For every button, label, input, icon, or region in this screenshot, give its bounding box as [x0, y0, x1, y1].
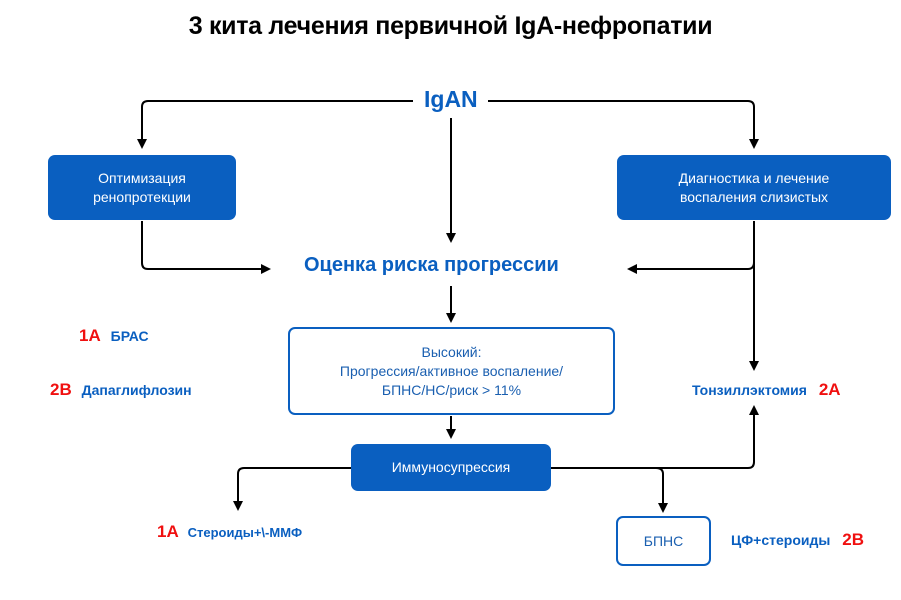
treatment-text: Тонзиллэктомия — [692, 382, 807, 398]
label-cf-steroids: ЦФ+стероиды 2B — [731, 530, 864, 550]
high-risk-line3: БПНС/НС/риск > 11% — [381, 381, 522, 398]
grade-badge: 2A — [818, 380, 841, 399]
grade-badge: 1A — [157, 522, 179, 541]
mucosal-inflammation-label: Диагностика и лечение воспаления слизист… — [678, 169, 830, 205]
root-node-igan: IgAN — [424, 86, 478, 112]
treatment-text: Дапаглифлозин — [81, 382, 192, 398]
high-risk-box: Высокий: Прогрессия/активное воспаление/… — [288, 327, 615, 415]
grade-badge: 1A — [79, 326, 101, 345]
bpns-box: БПНС — [616, 516, 711, 566]
grade-badge: 2B — [50, 380, 72, 399]
treatment-text: Стероиды+\-ММФ — [187, 525, 303, 540]
high-risk-line2: Прогрессия/активное воспаление/ — [339, 362, 564, 379]
renoprotection-box: Оптимизация ренопротекции — [48, 155, 236, 220]
label-tonsillectomy: Тонзиллэктомия 2A — [692, 380, 841, 400]
grade-badge: 2B — [842, 530, 864, 549]
label-steroids-mmf: 1A Стероиды+\-ММФ — [157, 522, 302, 542]
treatment-text: ЦФ+стероиды — [731, 532, 831, 548]
page-title: 3 кита лечения первичной IgA-нефропатии — [188, 12, 713, 40]
bpns-label: БПНС — [643, 532, 684, 549]
immunosuppression-label: Иммуносупрессия — [391, 459, 511, 475]
risk-assessment-node: Оценка риска прогрессии — [304, 254, 559, 276]
treatment-text: БРАС — [110, 328, 149, 344]
mucosal-inflammation-box: Диагностика и лечение воспаления слизист… — [617, 155, 891, 220]
renoprotection-label: Оптимизация ренопротекции — [93, 169, 191, 205]
immunosuppression-box: Иммуносупрессия — [351, 444, 551, 491]
label-dapagliflozin: 2B Дапаглифлозин — [50, 380, 192, 400]
label-bras: 1A БРАС — [79, 326, 149, 346]
high-risk-line1: Высокий: — [421, 343, 482, 360]
